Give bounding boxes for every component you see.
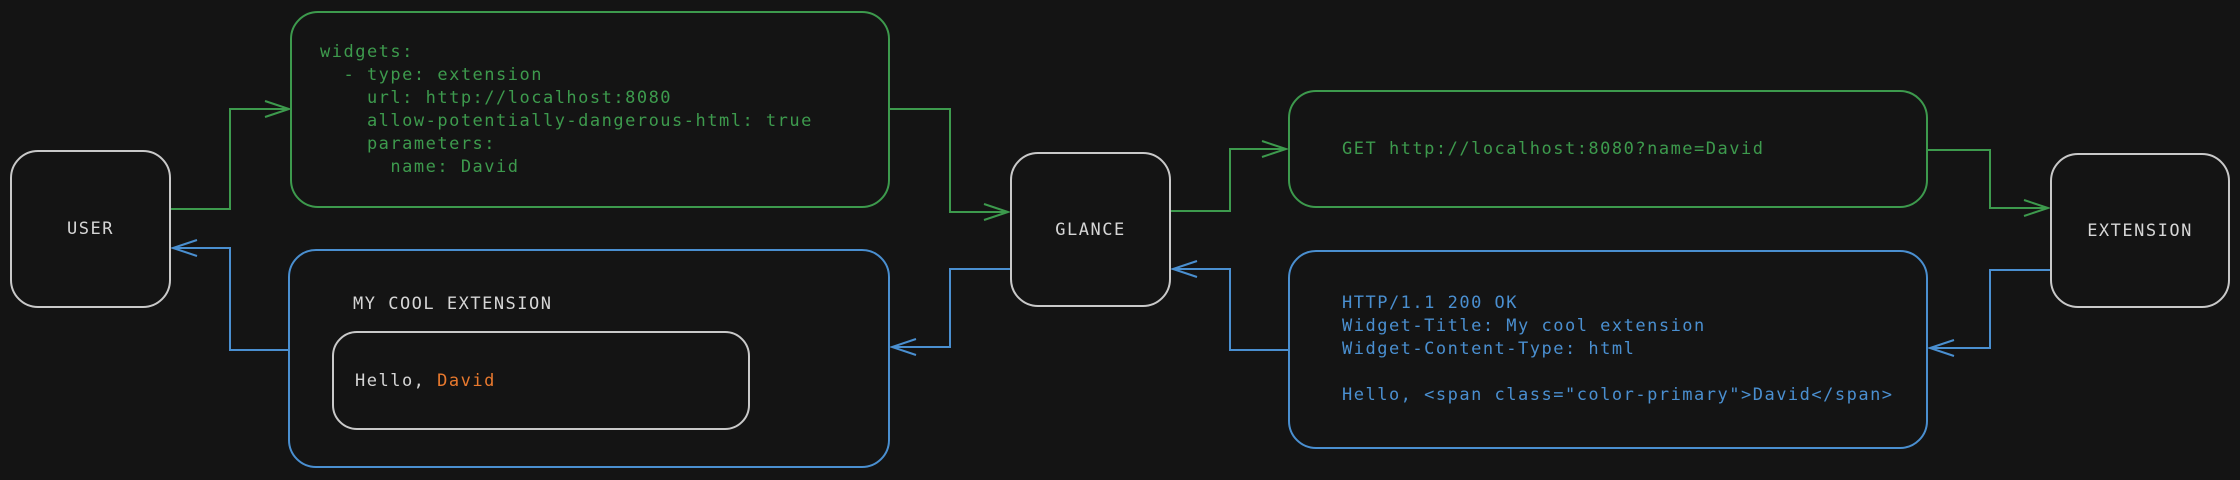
http-response-box: HTTP/1.1 200 OK Widget-Title: My cool ex…: [1288, 250, 1928, 449]
code-line: [1342, 361, 1926, 384]
arrow-widget-to-user: [169, 239, 288, 351]
arrow-user-to-config: [171, 100, 293, 210]
glance-node: GLANCE: [1010, 152, 1171, 307]
user-node: USER: [10, 150, 171, 308]
request-line: GET http://localhost:8080?name=David: [1342, 138, 1765, 159]
code-line: HTTP/1.1 200 OK: [1342, 293, 1519, 313]
code-line: - type: extension: [320, 64, 543, 85]
widget-title: MY COOL EXTENSION: [353, 294, 553, 314]
glance-node-label: GLANCE: [1055, 219, 1126, 240]
user-node-label: USER: [67, 219, 114, 239]
arrow-config-to-glance: [890, 108, 1012, 221]
code-line: parameters:: [320, 133, 497, 154]
greeting-prefix: Hello,: [355, 370, 438, 391]
get-request-box: GET http://localhost:8080?name=David: [1288, 90, 1928, 208]
code-line: allow-potentially-dangerous-html: true: [320, 110, 813, 131]
code-line: widgets:: [320, 41, 414, 62]
greeting-name: David: [437, 370, 496, 391]
widget-inner-box: Hello, David: [332, 331, 750, 430]
arrow-request-to-extension: [1928, 149, 2052, 217]
code-line: url: http://localhost:8080: [320, 87, 673, 108]
code-line: Widget-Content-Type: html: [1342, 339, 1636, 359]
config-yaml-box: widgets: - type: extension url: http://l…: [290, 11, 890, 208]
extension-node: EXTENSION: [2050, 153, 2230, 308]
arrow-extension-to-response: [1926, 269, 2050, 357]
arrow-glance-to-widget: [888, 268, 1010, 356]
code-line: Widget-Title: My cool extension: [1342, 316, 1706, 336]
code-line: name: David: [320, 156, 520, 177]
code-line: Hello, <span class="color-primary">David…: [1342, 385, 1894, 405]
arrow-response-to-glance: [1169, 260, 1288, 351]
rendered-widget-box: MY COOL EXTENSION Hello, David: [288, 249, 890, 468]
extension-node-label: EXTENSION: [2087, 220, 2193, 241]
arrow-glance-to-request: [1171, 140, 1290, 212]
